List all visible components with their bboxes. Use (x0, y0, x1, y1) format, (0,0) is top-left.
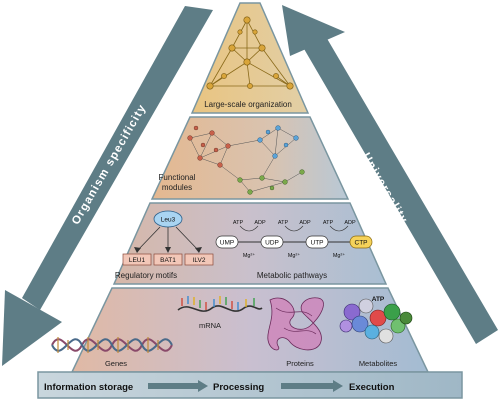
pathway-utp-label: UTP (311, 240, 324, 247)
target-ilv2-label: ILV2 (193, 257, 206, 264)
metabolic-pathways-label: Metabolic pathways (257, 271, 327, 280)
tier-large-scale (190, 2, 310, 114)
flow-information-storage: Information storage (44, 382, 133, 393)
regulatory-motif: Leu3 LEU1 BAT1 ILV2 (122, 210, 214, 266)
mrna-illustration (177, 296, 263, 312)
target-ilv2 (184, 253, 214, 266)
pathway-node-udp (260, 235, 284, 249)
mrna-label: mRNA (199, 321, 221, 330)
cofactor-adp-1: ADP (254, 220, 266, 226)
functional-modules-label-1: Functional (159, 173, 196, 182)
target-bat1 (153, 253, 183, 266)
target-bat1-label: BAT1 (160, 257, 176, 264)
atp-label: ATP (372, 296, 385, 303)
ion-mg-2: Mg²⁺ (288, 252, 300, 259)
pathway-node-utp (305, 235, 329, 249)
target-leu1-label: LEU1 (129, 257, 146, 264)
pathway-node-ctp (349, 235, 373, 249)
module-nodes-red (187, 125, 231, 168)
functional-modules-network (189, 127, 303, 193)
flow-execution: Execution (349, 382, 395, 393)
functional-modules-label-2: modules (162, 183, 192, 192)
cofactor-adp-3: ADP (344, 220, 356, 226)
ion-mg-3: Mg²⁺ (333, 252, 345, 259)
large-scale-nodes (206, 16, 294, 90)
genes-label: Genes (105, 359, 127, 368)
flow-processing: Processing (213, 382, 264, 393)
pyramid (37, 2, 463, 399)
metabolites-label: Metabolites (359, 359, 398, 368)
target-leu1 (122, 253, 152, 266)
leu3-label: Leu3 (161, 217, 176, 224)
organism-specificity-label: Organism specificity (70, 102, 149, 227)
module-nodes-blue (257, 125, 299, 159)
module-nodes-green (237, 169, 305, 195)
pathway-ctp-label: CTP (355, 240, 368, 247)
large-scale-label: Large-scale organization (204, 100, 292, 109)
cofactor-adp-2: ADP (299, 220, 311, 226)
tier-functional-modules (150, 116, 350, 200)
pathway-ump-label: UMP (220, 240, 234, 247)
pathway-udp-label: UDP (265, 240, 279, 247)
cofactor-atp-1: ATP (233, 220, 244, 226)
proteins-label: Proteins (286, 359, 314, 368)
cofactor-atp-3: ATP (323, 220, 334, 226)
ion-mg-1: Mg²⁺ (243, 252, 255, 259)
flow-bar (37, 371, 463, 399)
metabolite-illustration (339, 298, 413, 344)
flow-arrows (148, 380, 343, 392)
metabolic-pathway: UMP UDP UTP CTP ATP ADP ATP ADP ATP ADP … (215, 220, 373, 259)
dna-helix-illustration (51, 337, 173, 353)
regulatory-motifs-label: Regulatory motifs (115, 271, 177, 280)
cofactor-atp-2: ATP (278, 220, 289, 226)
protein-illustration (267, 297, 324, 351)
pathway-node-ump (215, 235, 239, 249)
